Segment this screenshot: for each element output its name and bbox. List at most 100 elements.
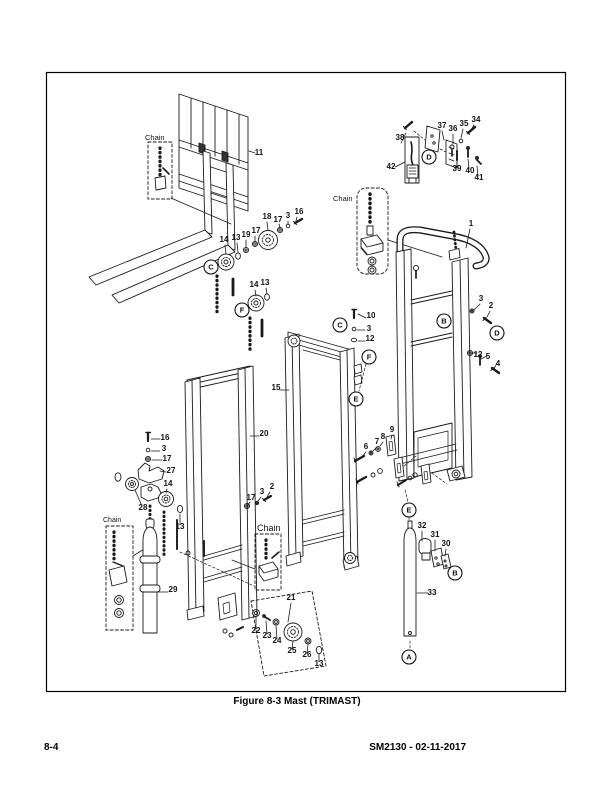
part-label-16: 16: [295, 207, 304, 216]
callout-circle-B: [436, 313, 452, 329]
chain-label-2: Chain: [103, 517, 121, 524]
part-label-13: 13: [232, 233, 241, 242]
part-label-3: 3: [260, 487, 265, 496]
part-label-41: 41: [475, 173, 484, 182]
part-label-14: 14: [164, 479, 173, 488]
callout-circle-E: [401, 502, 417, 518]
part-label-3: 3: [479, 294, 484, 303]
part-label-24: 24: [273, 636, 282, 645]
chain-detail-box-topleft: [147, 141, 232, 225]
chain-detail-box-middle: [356, 187, 443, 275]
part-label-3: 3: [286, 211, 291, 220]
inner-mast: [184, 365, 273, 638]
chain-label-3: Chain: [257, 523, 281, 533]
part-label-33: 33: [428, 588, 437, 597]
chain-detail-box-bottomcenter: [231, 533, 282, 591]
part-label-32: 32: [418, 521, 427, 530]
primary-lift-cylinder: [139, 518, 255, 634]
callouts-layer: C F D B D C F E E B A: [203, 149, 505, 665]
callout-letter-A: A: [406, 653, 412, 662]
part-label-20: 20: [260, 429, 269, 438]
callout-letter-C: C: [208, 263, 214, 272]
part-label-28: 28: [139, 503, 148, 512]
part-label-23: 23: [263, 631, 272, 640]
callout-letter-F: F: [367, 353, 372, 362]
freelift-cylinder-cluster: [403, 489, 452, 650]
mounting-hardware-6789: [353, 434, 417, 485]
part-label-12: 12: [366, 334, 375, 343]
part-label-13: 13: [176, 522, 185, 531]
callout-letter-E: E: [406, 506, 411, 515]
part-label-5: 5: [486, 352, 491, 361]
part-label-10: 10: [367, 311, 376, 320]
callout-circle-A: [401, 649, 417, 665]
part-label-19: 19: [242, 230, 251, 239]
part-label-30: 30: [442, 539, 451, 548]
callout-letter-D: D: [494, 329, 500, 338]
part-label-17: 17: [274, 215, 283, 224]
chain-label-1: Chain: [333, 194, 353, 203]
part-label-22: 22: [252, 626, 261, 635]
part-label-9: 9: [390, 425, 395, 434]
outer-mast: [395, 226, 501, 488]
callout-circle-E: [348, 391, 364, 407]
part-label-31: 31: [431, 530, 440, 539]
part-label-14: 14: [220, 235, 229, 244]
callout-circle-C: [332, 317, 348, 333]
part-label-12: 12: [474, 350, 483, 359]
part-label-26: 26: [303, 650, 312, 659]
part-label-39: 39: [453, 164, 462, 173]
part-label-2: 2: [270, 482, 275, 491]
callout-letter-B: B: [452, 569, 458, 578]
part-label-21: 21: [287, 593, 296, 602]
callout-circle-D: [489, 325, 505, 341]
part-label-11: 11: [255, 148, 264, 157]
part-label-18: 18: [263, 212, 272, 221]
part-label-7: 7: [375, 437, 380, 446]
callout-circle-C: [203, 259, 219, 275]
callout-letter-B: B: [441, 317, 447, 326]
part-label-13: 13: [261, 278, 270, 287]
intermediate-mast: [284, 308, 367, 571]
part-label-3: 3: [367, 324, 372, 333]
part-label-6: 6: [364, 442, 369, 451]
callout-letter-D: D: [426, 153, 432, 162]
part-label-42: 42: [387, 162, 396, 171]
callout-letter-C: C: [337, 321, 343, 330]
part-label-25: 25: [288, 646, 297, 655]
callout-letter-F: F: [240, 306, 245, 315]
part-label-3: 3: [162, 444, 167, 453]
part-label-13: 13: [315, 659, 324, 668]
callout-circle-F: [234, 302, 250, 318]
part-label-4: 4: [496, 359, 501, 368]
part-label-27: 27: [167, 466, 176, 475]
part-label-8: 8: [381, 432, 386, 441]
callout-letter-E: E: [353, 395, 358, 404]
part-label-36: 36: [449, 124, 458, 133]
callout-circle-B: [447, 565, 463, 581]
leader-lines: [134, 124, 498, 663]
part-label-17: 17: [163, 454, 172, 463]
part-label-35: 35: [460, 119, 469, 128]
chain-detail-box-bottomleft: [105, 525, 145, 631]
part-label-14: 14: [250, 280, 259, 289]
part-label-34: 34: [472, 115, 481, 124]
page-number: 8-4: [44, 742, 59, 753]
document-reference: SM2130 - 02-11-2017: [369, 742, 466, 753]
part-label-17: 17: [247, 493, 256, 502]
figure-caption: Figure 8-3 Mast (TRIMAST): [233, 696, 361, 707]
chain-label-0: Chain: [145, 133, 165, 142]
fork-carriage: [178, 93, 249, 212]
part-label-37: 37: [438, 121, 447, 130]
callout-circle-D: [421, 149, 437, 165]
diagram-frame: [45, 71, 567, 693]
part-label-29: 29: [169, 585, 178, 594]
part-label-1: 1: [469, 219, 474, 228]
part-label-40: 40: [466, 166, 475, 175]
callout-circle-F: [361, 349, 377, 365]
part-label-17: 17: [252, 226, 261, 235]
